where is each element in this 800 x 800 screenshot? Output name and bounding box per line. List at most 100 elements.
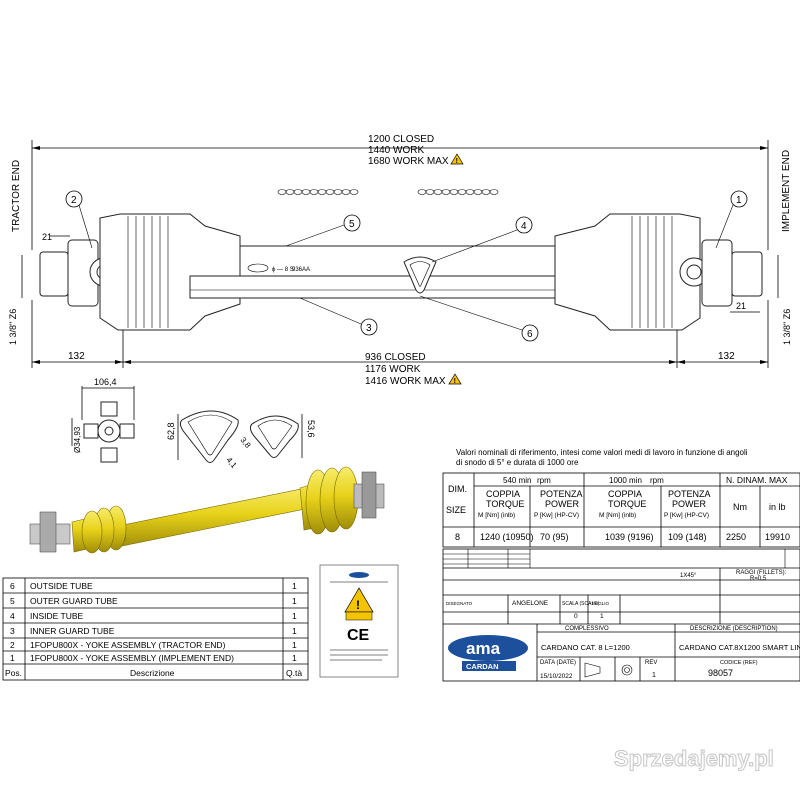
shaft-side-view: 21 21 ϕ — 8 S 936AA [39,213,763,331]
shaft-marking: 936AA [292,267,310,273]
balloon-5: 5 [285,214,361,247]
parts-row-pos: 3 [10,626,15,636]
parts-row-qty: 1 [292,653,297,663]
inner-workmax-label: 1416 WORK MAX [365,376,446,387]
parts-row-pos: 6 [10,581,15,591]
inner-length-dimension: 132 132 936 CLOSED 1176 WORK 1416 WORK M… [31,300,769,387]
svg-text:SCALA (SCALE): SCALA (SCALE) [562,601,600,607]
rating-power-540: 70 (95) [540,532,569,542]
rating-nm: 2250 [726,532,746,542]
parts-row-qty: 1 [292,640,297,650]
tube2-thickness-label: 3,8 [238,436,252,451]
svg-text:3: 3 [366,323,372,334]
svg-text:POTENZA: POTENZA [668,489,711,499]
rating-power-1000: 109 (148) [668,532,707,542]
spline-left-label: 1 3/8" Z6 [8,309,18,345]
safety-chain-left [277,189,359,195]
svg-text:!: ! [456,158,458,165]
tube-profile-outer: 62,8 4,1 [166,410,239,471]
balloon-1: 1 [715,190,748,249]
cross-journal-view: 106,4 Ø34,93 [71,377,135,463]
parts-row-description: 1FOPU800X - YOKE ASSEMBLY (IMPLEMENT END… [30,653,234,663]
ratings-caption-1: Valori nominali di riferimento, intesi c… [456,448,748,457]
rating-size: 8 [455,532,460,542]
right-21-label: 21 [736,301,746,311]
rating-torque-1000: 1039 (9196) [605,532,654,542]
drawing-rev: 1 [652,672,656,679]
svg-text:P [Kw] (HP-CV): P [Kw] (HP-CV) [534,512,579,519]
tube1-height-label: 62,8 [166,422,176,440]
ndinam-label: N. DINAM. MAX [726,475,788,485]
svg-text:0: 0 [574,613,578,620]
svg-text:ama: ama [466,639,501,658]
safety-label-card: ! CE [319,564,399,678]
right-offset-label: 132 [718,351,735,362]
svg-text:POTENZA: POTENZA [540,489,583,499]
svg-text:6: 6 [527,329,533,340]
svg-text:rpm: rpm [650,476,664,485]
parts-row-pos: 2 [10,640,15,650]
svg-text:REV: REV [645,660,657,666]
rpm1000-label: 1000 min [609,476,642,485]
parts-header-description: Descrizione [130,668,175,678]
parts-row-pos: 5 [10,596,15,606]
svg-text:1X45°: 1X45° [680,573,697,579]
parts-list [2,577,309,681]
parts-row-qty: 1 [292,581,297,591]
svg-text:!: ! [356,598,360,612]
parts-row-pos: 1 [10,653,15,663]
drawing-name-full: CARDANO CAT.8X1200 SMART LINE [679,643,800,652]
dim-label: DIM. [448,484,467,494]
svg-text:P [Kw] (HP-CV): P [Kw] (HP-CV) [664,512,709,519]
svg-text:Nm: Nm [733,502,747,512]
overall-workmax-label: 1680 WORK MAX [368,156,449,167]
rpm540-label: 540 min [503,476,531,485]
cross-width-label: 106,4 [94,377,117,387]
svg-text:DISEGNATO: DISEGNATO [446,601,473,606]
ama-cardan-logo: ama CARDAN [448,635,528,671]
overall-work-label: 1440 WORK [368,145,424,156]
designer-name: ANGELONE [512,600,549,607]
svg-text:in lb: in lb [769,502,786,512]
svg-text:COPPIA: COPPIA [486,489,520,499]
tube1-thickness-label: 4,1 [224,456,238,471]
parts-row-description: OUTSIDE TUBE [30,581,93,591]
rating-inlb: 19910 [765,532,790,542]
svg-text:FOGLIO: FOGLIO [592,601,610,606]
implement-end-label: IMPLEMENT END [781,150,792,232]
drawing-code: 98057 [708,668,733,678]
parts-header-qty: Q.tà [286,668,302,678]
parts-row-description: INNER GUARD TUBE [30,626,115,636]
parts-row-qty: 1 [292,626,297,636]
svg-text:2: 2 [71,195,77,206]
spline-right-label: 1 3/8" Z6 [782,309,792,345]
ce-mark: CE [347,627,370,644]
cross-diameter-label: Ø34,93 [73,426,82,453]
parts-row-description: OUTER GUARD TUBE [30,596,118,606]
warning-sign-icon: ! [344,587,374,621]
svg-text:CODICE (REF): CODICE (REF) [720,660,758,666]
drawing-name-short: CARDANO CAT. 8 L=1200 [541,643,630,652]
warning-icon: ! [448,373,462,385]
overall-length-dimension: 1200 CLOSED 1440 WORK 1680 WORK MAX ! [31,134,769,250]
watermark: Sprzedajemy.pl [614,746,775,772]
svg-text:COMPLESSIVO: COMPLESSIVO [565,626,609,632]
svg-text:ϕ — 8 S: ϕ — 8 S [272,267,294,273]
svg-text:TORQUE: TORQUE [486,499,524,509]
balloon-6: 6 [419,295,539,342]
svg-text:RAGGI (FILLETS):: RAGGI (FILLETS): [736,570,787,576]
left-21-label: 21 [42,232,52,242]
svg-text:M [Nm] (inlb): M [Nm] (inlb) [478,512,515,519]
parts-header-pos: Pos. [5,668,22,678]
size-label: SIZE [446,505,466,515]
parts-row-qty: 1 [292,596,297,606]
rating-torque-540: 1240 (10950) [480,532,534,542]
inner-work-label: 1176 WORK [365,364,421,375]
safety-chain-right [417,189,499,195]
svg-text:!: ! [454,378,456,385]
svg-text:COPPIA: COPPIA [608,489,642,499]
tractor-end-label: TRACTOR END [11,160,22,232]
balloon-4: 4 [431,216,533,263]
